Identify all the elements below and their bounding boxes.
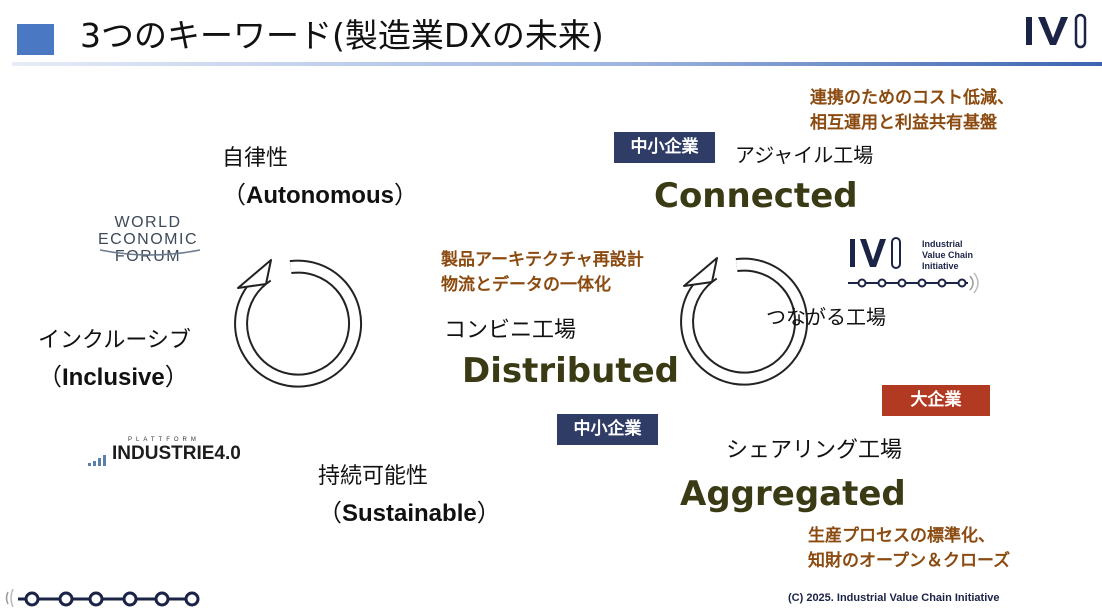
ivi-logo-icon <box>1026 13 1087 49</box>
convenience-factory-label: コンビニ工場 <box>444 318 577 343</box>
inclusive-jp-label: インクルーシブ <box>38 328 191 353</box>
right-cycle-arrow-icon <box>680 257 809 386</box>
sustainable-jp-label: 持続可能性 <box>318 464 429 489</box>
title-divider <box>12 62 1102 66</box>
industrie40-logo: INDUSTRIE4.0 <box>112 443 241 464</box>
wef-arc-icon <box>99 249 201 256</box>
sharing-factory-label: シェアリング工場 <box>726 438 903 463</box>
connected-factory-label: つながる工場 <box>766 305 886 329</box>
page-title: 3つのキーワード(製造業DXの未来) <box>80 16 604 55</box>
industrie-bars-icon <box>88 455 106 466</box>
connected-keyword: Connected <box>654 176 858 216</box>
autonomous-en-label: （Autonomous） <box>222 181 418 209</box>
sme-badge-bottom: 中小企業 <box>557 414 658 445</box>
aggregated-note: 生産プロセスの標準化、 知財のオープン＆クローズ <box>808 526 1011 571</box>
sustainable-en-label: （Sustainable） <box>318 499 501 527</box>
copyright-footer: (C) 2025. Industrial Value Chain Initiat… <box>788 592 1000 604</box>
ivi-initiative-text: Industrial Value Chain Initiative <box>922 239 974 271</box>
large-enterprise-badge: 大企業 <box>882 385 990 416</box>
platform-label: PLATTFORM <box>128 437 200 443</box>
ivi-initiative-logo-icon <box>848 237 979 294</box>
title-accent-square <box>17 24 54 55</box>
sme-badge-top: 中小企業 <box>614 132 715 163</box>
autonomous-jp-label: 自律性 <box>222 146 289 171</box>
aggregated-keyword: Aggregated <box>680 474 906 514</box>
connected-note: 連携のためのコスト低減、 相互運用と利益共有基盤 <box>810 88 1014 133</box>
distributed-keyword: Distributed <box>462 351 679 391</box>
inclusive-en-label: （Inclusive） <box>38 363 189 391</box>
agile-factory-label: アジャイル工場 <box>735 143 874 167</box>
left-cycle-arrow-icon <box>234 259 363 388</box>
distributed-note: 製品アーキテクチャ再設計 物流とデータの一体化 <box>441 250 644 295</box>
chain-decoration-icon <box>5 588 200 608</box>
wef-logo: WORLD ECONOMIC FORUM <box>98 214 198 265</box>
